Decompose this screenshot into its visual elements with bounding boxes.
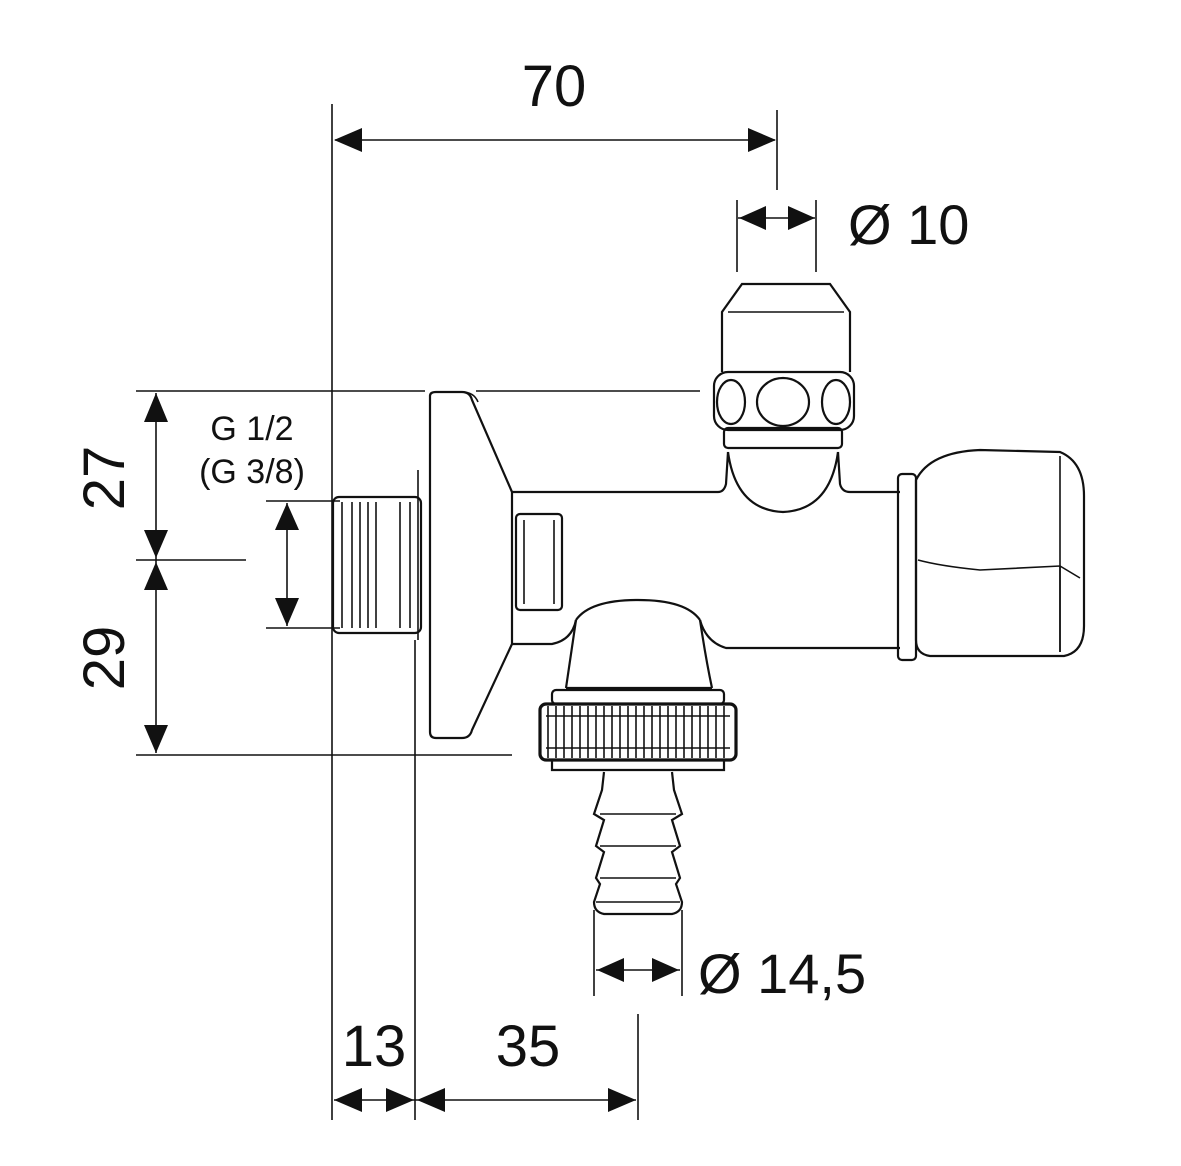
wall-offset-label: 13 [342,1014,407,1079]
hose-nozzle-diameter-label: Ø 14,5 [698,942,866,1005]
valve-body [331,282,1086,916]
arrow-down-head [144,725,168,753]
valve-handle [896,448,1086,662]
knurling [547,706,725,758]
union-nut [538,688,738,772]
spindle-diameter-label: Ø 10 [848,193,969,256]
thread-label: G 1/2 [210,410,293,448]
dimension-overall-length: 70 [334,54,776,152]
height-lower-label: 29 [72,626,137,691]
lower-outlet-elbow [564,598,714,690]
arrow-right-head [608,1088,636,1112]
arrow-up-head [275,503,299,530]
arrow-up-head [144,562,168,590]
arrow-down-head [144,530,168,558]
arrow-left-head [739,206,766,230]
thread-alt-label: (G 3/8) [199,453,305,491]
inlet-connector [331,495,423,635]
arrow-left-head [597,958,624,982]
height-upper-label: 27 [72,446,137,511]
arrow-up-head [144,393,168,422]
arrow-right-head [788,206,815,230]
overall-length-label: 70 [522,54,587,119]
dimension-hose-nozzle-diameter: Ø 14,5 [596,942,866,1005]
outlet-offset-label: 35 [496,1014,561,1079]
arrow-right-head [748,128,776,152]
arrow-right-head [386,1088,414,1112]
arrow-left-head [417,1088,445,1112]
dimension-heights: 27 29 [72,393,168,753]
dimension-spindle-diameter: Ø 10 [738,193,969,256]
arrow-right-head [652,958,679,982]
hose-nozzle [592,771,684,916]
body-tube [512,451,900,650]
dimension-thread: G 1/2 (G 3/8) [199,410,305,626]
dimension-bottom-offsets: 13 35 [334,1014,636,1112]
arrow-left-head [334,128,362,152]
upper-spindle [712,282,856,514]
arrow-down-head [275,598,299,626]
wall-rosette [417,390,514,740]
arrow-left-head [334,1088,362,1112]
